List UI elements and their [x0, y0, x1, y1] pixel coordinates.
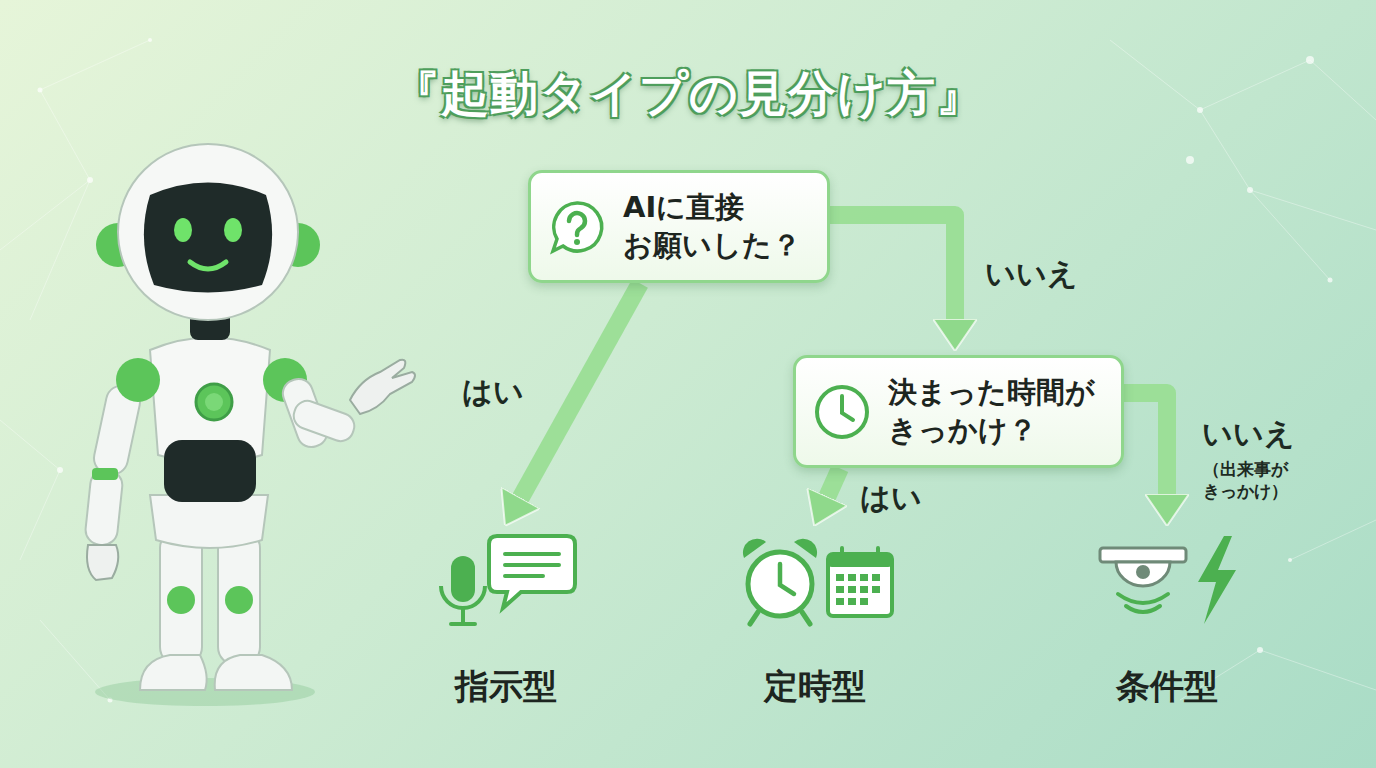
decor-shape: [574, 239, 580, 245]
decor-shape: [817, 387, 867, 437]
decor-shape: [144, 183, 272, 293]
robot-figure: [84, 144, 415, 706]
node-text: 条件型: [1082, 666, 1252, 707]
decor-shape: [167, 586, 195, 614]
decor-shape: [836, 586, 844, 593]
decor-shape: [748, 552, 812, 616]
edge-label: はい: [860, 478, 922, 519]
flow-arrow: [830, 215, 955, 319]
decor-shape: [553, 203, 602, 251]
decor-shape: [148, 38, 152, 42]
decor-shape: [350, 360, 415, 414]
edge-label: はい: [462, 372, 524, 413]
decor-shape: [505, 554, 559, 576]
decor-shape: [848, 574, 856, 581]
decor-shape: [872, 574, 880, 581]
decision-box: AIに直接 お願いした？: [528, 170, 830, 283]
flow-arrow: [521, 283, 640, 497]
decor-shape: [57, 467, 63, 473]
decor-shape: [1118, 594, 1168, 612]
decor-shape: [87, 545, 118, 580]
decor-shape: [828, 554, 892, 616]
network-dots: [38, 38, 1333, 703]
decor-shape: [205, 393, 223, 411]
voice-chat-icon: [421, 528, 591, 632]
decor-shape: [451, 556, 475, 602]
decor-shape: [1197, 107, 1203, 113]
decor-shape: [118, 144, 298, 320]
node-text: 指示型: [421, 666, 591, 707]
decor-shape: [836, 574, 844, 581]
decor-shape: [87, 177, 93, 183]
decor-shape: [872, 586, 880, 593]
decor-shape: [224, 218, 242, 242]
question-icon: [547, 197, 607, 257]
decor-shape: [750, 612, 810, 624]
alarm-calendar-icon: [730, 528, 900, 632]
decor-shape: [225, 586, 253, 614]
diagram-title: 『起動タイプの見分け方』: [0, 62, 1376, 126]
decor-shape: [218, 530, 260, 665]
decor-shape: [174, 218, 192, 242]
decor-shape: [92, 468, 118, 480]
node-text: 定時型: [730, 666, 900, 707]
outcome-node: 条件型: [1082, 528, 1252, 707]
decor-shape: [1100, 548, 1186, 562]
decor-shape: [441, 586, 485, 608]
decor-shape: [290, 397, 358, 445]
decor-shape: [860, 574, 868, 581]
decor-shape: [489, 536, 575, 608]
decor-shape: [836, 598, 844, 605]
decor-shape: [848, 598, 856, 605]
decor-shape: [164, 440, 256, 502]
decor-shape: [196, 384, 232, 420]
decor-shape: [1328, 278, 1333, 283]
decor-shape: [1288, 558, 1292, 562]
decor-shape: [38, 88, 43, 93]
decor-shape: [1186, 156, 1194, 164]
decor-shape: [1116, 562, 1170, 586]
clock-icon: [812, 382, 872, 442]
decor-shape: [569, 213, 585, 235]
decor-shape: [190, 262, 226, 269]
decor-shape: [215, 655, 292, 690]
decor-shape: [0, 40, 1376, 700]
decor-shape: [140, 655, 207, 690]
flow-arrow: [827, 468, 840, 496]
decision-box: 決まった時間が きっかけ？: [793, 355, 1124, 468]
decor-shape: [451, 608, 475, 624]
decor-shape: [842, 396, 853, 420]
decor-shape: [1247, 187, 1253, 193]
decor-shape: [1198, 536, 1236, 624]
outcome-node: 指示型: [421, 528, 591, 707]
note-label: （出来事が きっかけ）: [1203, 458, 1288, 502]
decor-shape: [160, 530, 202, 665]
outcome-node: 定時型: [730, 528, 900, 707]
decor-shape: [842, 548, 878, 560]
node-text: 決まった時間が きっかけ？: [888, 374, 1095, 449]
decor-shape: [84, 469, 124, 547]
decor-shape: [860, 598, 868, 605]
node-text: AIに直接 お願いした？: [623, 189, 801, 264]
decor-shape: [836, 574, 880, 605]
decor-shape: [1136, 565, 1150, 579]
decor-shape: [150, 495, 268, 548]
edge-label: いいえ: [985, 254, 1078, 295]
network-pattern: [0, 40, 1376, 700]
decor-shape: [116, 358, 160, 402]
flow-arrow: [1124, 393, 1167, 494]
sensor-lightning-icon: [1082, 528, 1252, 632]
edge-label: いいえ: [1202, 414, 1295, 455]
decor-shape: [848, 586, 856, 593]
decor-shape: [860, 586, 868, 593]
decor-shape: [780, 564, 794, 594]
decor-shape: [1257, 647, 1263, 653]
decor-shape: [828, 554, 892, 567]
decor-shape: [1306, 56, 1314, 64]
